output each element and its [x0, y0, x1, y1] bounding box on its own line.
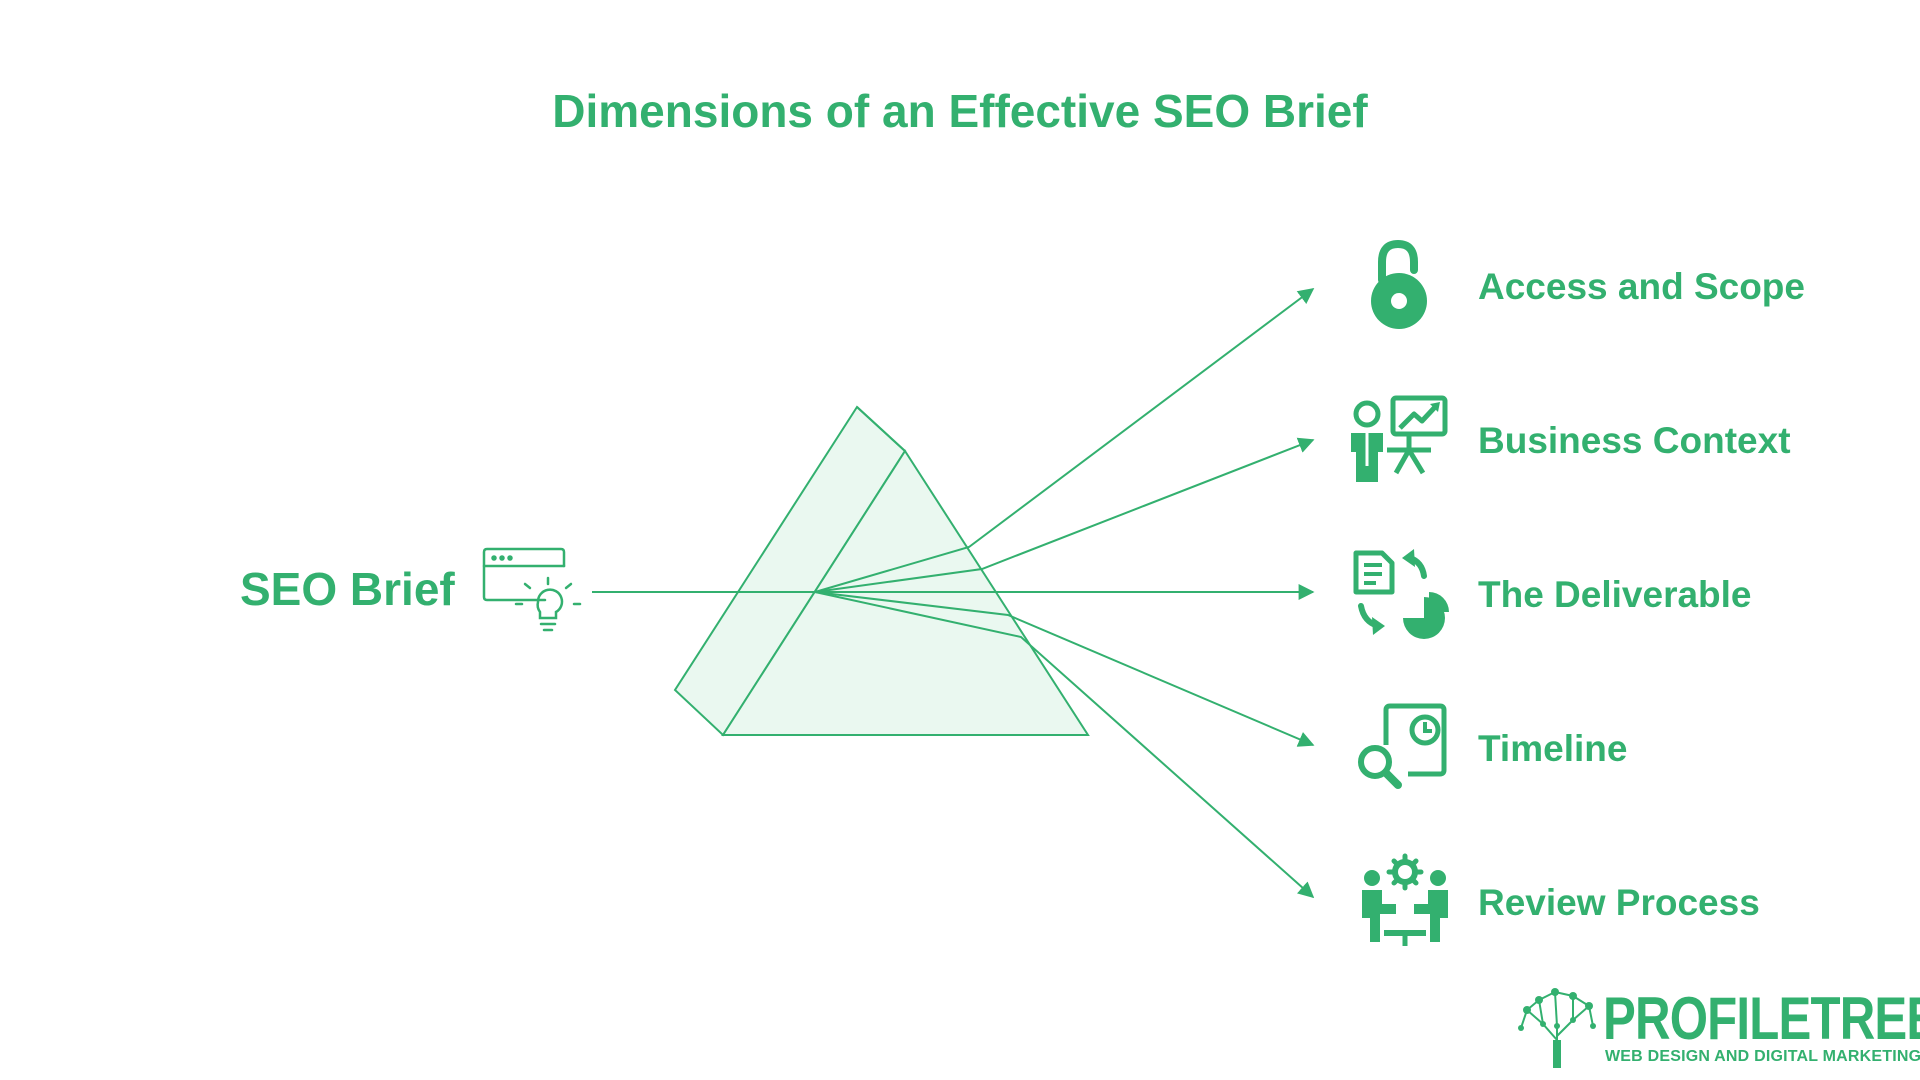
source-label: SEO Brief: [240, 563, 455, 615]
ray-access-and-scope: [814, 288, 1315, 593]
dimension-label-timeline: Timeline: [1478, 728, 1628, 769]
refracted-rays: [814, 288, 1315, 899]
dimension-label-access-and-scope: Access and Scope: [1478, 266, 1805, 307]
presenter-chart-icon: [1351, 395, 1448, 482]
brand-tagline: WEB DESIGN AND DIGITAL MARKETING: [1605, 1048, 1920, 1065]
dimension-label-business-context: Business Context: [1478, 420, 1791, 461]
browser-lightbulb-icon: [482, 547, 582, 632]
page-title: Dimensions of an Effective SEO Brief: [552, 85, 1368, 137]
dimension-label-review-process: Review Process: [1478, 882, 1760, 923]
brand-name: PROFILETREE: [1603, 985, 1920, 1052]
document-cycle-pie-icon: [1353, 549, 1449, 639]
prism-outline: [856, 406, 906, 452]
padlock-open-icon: [1371, 239, 1427, 329]
brand-logo: PROFILETREE WEB DESIGN AND DIGITAL MARKE…: [1515, 980, 1920, 1070]
ray-business-context: [814, 437, 1315, 593]
ray-review-process: [814, 591, 1315, 899]
ray-timeline: [814, 591, 1315, 747]
prism: [673, 405, 1090, 737]
tree-network-logo-icon: [1518, 988, 1596, 1068]
magnifier-clock-icon: [1358, 703, 1447, 789]
people-gear-icon: [1362, 853, 1448, 946]
dimension-label-the-deliverable: The Deliverable: [1478, 574, 1752, 615]
